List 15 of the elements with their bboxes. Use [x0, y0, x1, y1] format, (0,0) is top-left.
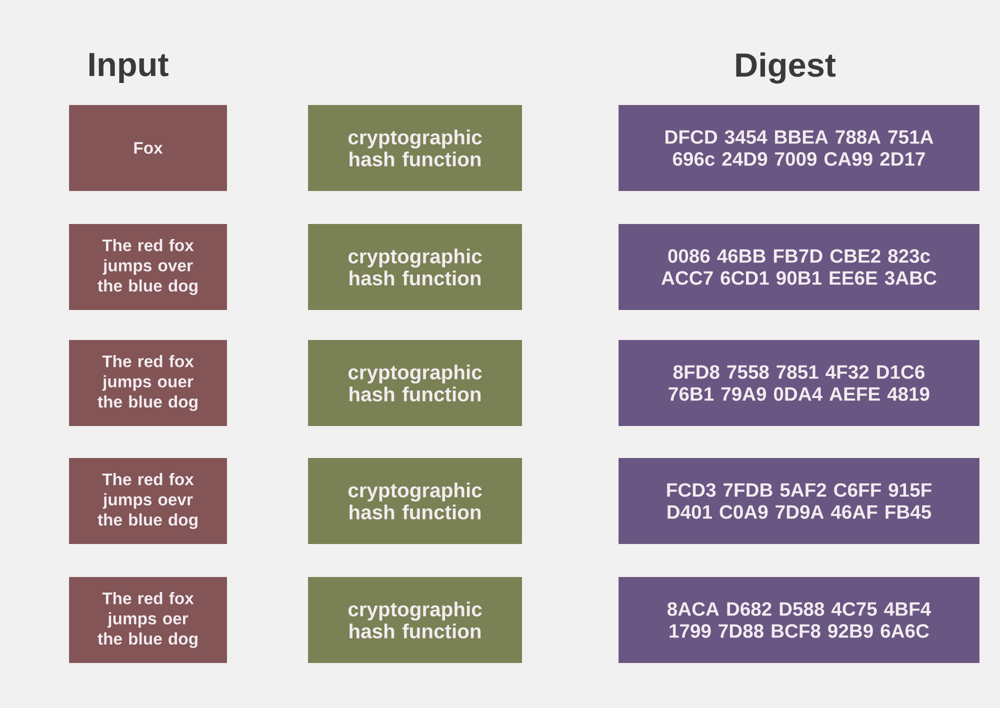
hash-function-box: cryptographic hash function: [308, 340, 522, 426]
input-box: The red fox jumps over the blue dog: [69, 224, 227, 310]
input-box: The red fox jumps oevr the blue dog: [69, 458, 227, 544]
hash-function-box: cryptographic hash function: [308, 224, 522, 310]
digest-box: FCD3 7FDB 5AF2 C6FF 915F D401 C0A9 7D9A 46AF FB45: [618, 458, 980, 544]
digest-box: DFCD 3454 BBEA 788A 751A 696c 24D9 7009 CA99 2D17: [618, 105, 980, 191]
digest-box: 0086 46BB FB7D CBE2 823c ACC7 6CD1 90B1 EE6E 3ABC: [618, 224, 980, 310]
input-box: Fox: [69, 105, 227, 191]
input-box: The red fox jumps oer the blue dog: [69, 577, 227, 663]
digest-box: 8FD8 7558 7851 4F32 D1C6 76B1 79A9 0DA4 AEFE 4819: [618, 340, 980, 426]
hash-function-box: cryptographic hash function: [308, 105, 522, 191]
digest-box: 8ACA D682 D588 4C75 4BF4 1799 7D88 BCF8 92B9 6A6C: [618, 577, 980, 663]
hash-function-box: cryptographic hash function: [308, 577, 522, 663]
hash-function-box: cryptographic hash function: [308, 458, 522, 544]
input-box: The red fox jumps ouer the blue dog: [69, 340, 227, 426]
